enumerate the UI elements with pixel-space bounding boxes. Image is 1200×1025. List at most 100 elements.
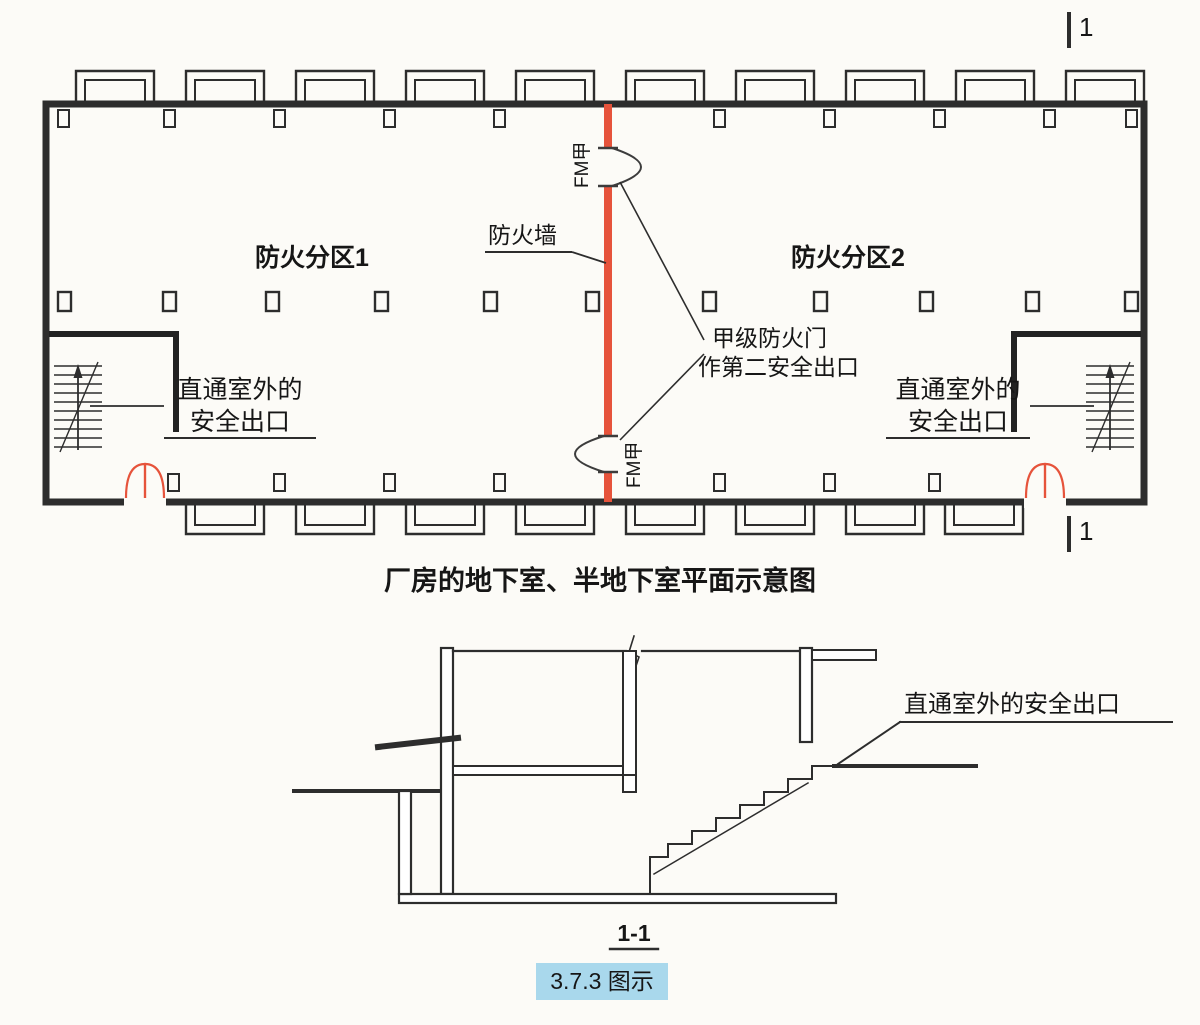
window-wells-bottom — [184, 502, 1025, 536]
fm-door-bottom-symbol — [574, 434, 618, 474]
column — [1024, 290, 1041, 313]
exterior-wall-right — [798, 646, 814, 744]
interior-wall — [622, 650, 637, 776]
column — [56, 290, 73, 313]
pilaster — [57, 109, 70, 128]
fm-door-top-label: FM甲 — [572, 142, 593, 188]
foundation-wall-left — [397, 789, 413, 896]
fire-wall — [604, 104, 612, 502]
firewall-annotation: 防火墙 — [485, 222, 607, 264]
zone2-label: 防火分区2 — [791, 244, 905, 272]
second-exit-annotation: 甲级防火门 作第二安全出口 — [619, 181, 859, 441]
stair-arrow-icon — [73, 364, 83, 378]
window-well — [74, 69, 156, 103]
second-exit-label-line2: 作第二安全出口 — [698, 354, 859, 380]
section-title: 1-1 — [608, 920, 660, 951]
entrance-canopy — [374, 734, 462, 751]
fm-door-top-symbol — [598, 146, 642, 188]
exit-left-label-line2: 安全出口 — [190, 408, 290, 436]
pilaster — [383, 473, 396, 492]
pilaster — [273, 109, 286, 128]
window-well — [294, 502, 376, 536]
second-exit-label-line1: 甲级防火门 — [712, 325, 827, 351]
section-mark-top: 1 — [1067, 12, 1093, 48]
stair-enclosure-wall — [1011, 331, 1141, 432]
window-wells-top — [74, 69, 1146, 103]
floor-plan: 1 1 防火分区1 防火分区2 防火墙 甲级防火门 作第二安全出口 FM甲 FM… — [42, 12, 1148, 596]
door-leaf-arc — [124, 462, 147, 499]
window-well — [734, 502, 816, 536]
pilaster — [823, 109, 836, 128]
door-leaf-arc — [143, 462, 166, 499]
fire-wall-segment — [604, 104, 612, 148]
leader-line — [571, 251, 607, 264]
pilasters-top — [57, 109, 1138, 128]
stair-right — [1011, 331, 1141, 508]
basement-floor-slab — [397, 892, 838, 905]
exit-left-label-line1: 直通室外的 — [177, 376, 302, 404]
pilaster — [163, 109, 176, 128]
section-mark-bottom: 1 — [1067, 516, 1093, 552]
pilaster — [493, 473, 506, 492]
section-exit-label: 直通室外的安全出口 — [904, 691, 1120, 718]
section-view: 直通室外的安全出口 1-1 — [292, 634, 1173, 951]
figure-reference: 3.7.3 图示 — [536, 963, 668, 1000]
door-swing-arc — [611, 147, 642, 187]
column — [701, 290, 718, 313]
pilaster — [383, 109, 396, 128]
window-well — [624, 69, 706, 103]
window-well — [844, 69, 926, 103]
window-well — [943, 502, 1025, 536]
stair-left — [49, 331, 179, 508]
fire-wall-segment — [604, 472, 612, 502]
door-opening — [1024, 497, 1066, 508]
column — [584, 290, 601, 313]
window-well — [624, 502, 706, 536]
building-outline — [42, 100, 1148, 506]
column — [264, 290, 281, 313]
window-well — [954, 69, 1036, 103]
column — [918, 290, 935, 313]
window-well — [294, 69, 376, 103]
pilaster — [1043, 109, 1056, 128]
door-swing-arc — [574, 435, 605, 473]
pilaster — [823, 473, 836, 492]
pilaster — [1125, 109, 1138, 128]
leader-line — [836, 720, 902, 766]
interior-wall-footing — [622, 774, 637, 793]
exit-door-left-swing — [124, 462, 166, 499]
stair-arrow-icon — [1105, 364, 1115, 378]
window-well — [734, 69, 816, 103]
exit-door-right-swing — [1024, 462, 1066, 499]
pilaster — [713, 473, 726, 492]
pilasters-bottom — [167, 473, 941, 492]
window-well — [514, 69, 596, 103]
fm-door-bottom-label: FM甲 — [624, 442, 645, 488]
exit-right-label-line2: 安全出口 — [908, 408, 1008, 436]
window-well — [184, 69, 266, 103]
exit-canopy — [811, 649, 877, 661]
leader-line — [619, 353, 705, 441]
pilaster — [167, 473, 180, 492]
window-well — [404, 502, 486, 536]
section-mark-label: 1 — [1079, 12, 1093, 42]
section-mark-label: 1 — [1079, 516, 1093, 546]
basement-stair-steps — [649, 765, 813, 895]
window-well — [1064, 69, 1146, 103]
exterior-wall-left — [439, 646, 455, 896]
window-well — [514, 502, 596, 536]
pilaster — [933, 109, 946, 128]
exit-right-label-line1: 直通室外的 — [895, 376, 1020, 404]
figure-reference-highlight — [536, 963, 668, 1000]
window-well — [844, 502, 926, 536]
column — [482, 290, 499, 313]
column — [161, 290, 178, 313]
door-leaf-arc — [1043, 462, 1066, 499]
pilaster — [713, 109, 726, 128]
door-opening — [124, 497, 166, 508]
stair-stringer — [652, 781, 810, 876]
pilaster — [273, 473, 286, 492]
column — [812, 290, 829, 313]
window-well — [404, 69, 486, 103]
